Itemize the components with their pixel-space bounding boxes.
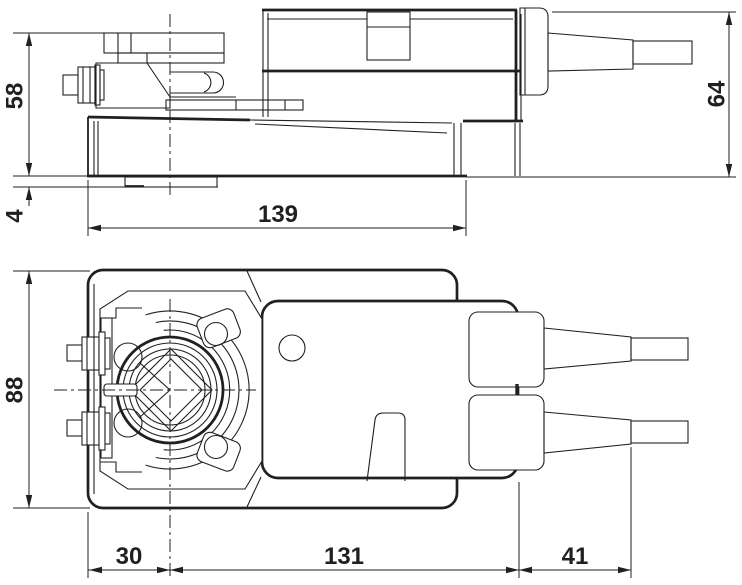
dim-overall-height: 64: [466, 11, 736, 178]
square-drive: [129, 348, 213, 432]
dim-gland-length: 41: [519, 447, 632, 578]
dim-label-131: 131: [324, 543, 364, 570]
dim-label-4: 4: [2, 209, 29, 223]
clamp-screw-top: [66, 331, 111, 376]
gland-block-bottom: [468, 394, 545, 471]
dim-label-88: 88: [2, 377, 29, 404]
dim-clamp-height: 58: [2, 32, 104, 177]
cover-hole: [278, 334, 306, 362]
dim-body-length: 131: [170, 482, 520, 578]
side-cable-gland: [519, 7, 693, 96]
cable-bottom: [630, 420, 689, 444]
gland-block-top: [468, 311, 545, 388]
clamp-screw-bottom: [66, 406, 111, 451]
dim-label-64: 64: [704, 80, 731, 107]
gland-cone-top: [543, 327, 632, 370]
cable: [632, 40, 693, 65]
side-clamp-assembly: [62, 32, 304, 111]
clamp-bolt-cylinder: [212, 71, 224, 94]
spindle-bolt-shaft: [62, 74, 79, 96]
connector-block: [519, 7, 549, 96]
pushbutton-window: [366, 11, 411, 61]
top-view: 88 30 131 41: [2, 268, 689, 578]
cover-latch-tab: [366, 412, 406, 482]
side-view: 58 4 139 64: [2, 7, 736, 236]
dim-body-width: 88: [2, 270, 90, 509]
dim-base-length: 139: [87, 180, 467, 236]
gland-cone: [547, 32, 634, 72]
dim-spindle-offset: 30: [87, 512, 170, 578]
dim-label-139: 139: [258, 201, 298, 228]
clamp-ear-top: [196, 308, 241, 349]
top-cable-glands: [468, 311, 689, 471]
side-housing: [262, 8, 523, 176]
spindle-bolt-head: [77, 66, 96, 104]
dim-foot-height: 4: [2, 186, 218, 223]
clamp-top-plate: [103, 32, 225, 54]
dim-label-41: 41: [562, 543, 589, 570]
cable-top: [630, 337, 689, 361]
gland-cone-bottom: [543, 411, 632, 454]
dim-label-30: 30: [116, 543, 143, 570]
side-base: [87, 115, 467, 188]
dim-label-58: 58: [2, 83, 29, 110]
clamp-body: [95, 62, 171, 109]
clamp-ear-bottom: [196, 431, 241, 472]
